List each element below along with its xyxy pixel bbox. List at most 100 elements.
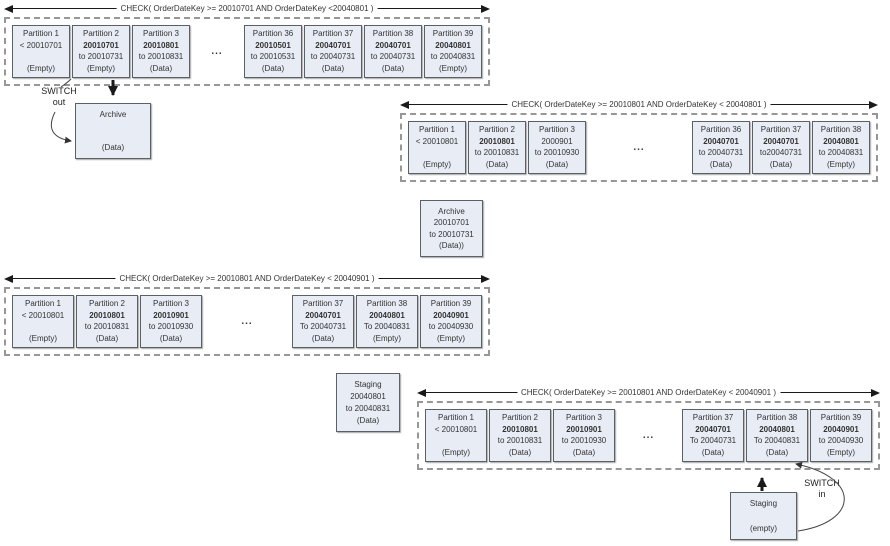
partition-range-end: to 20040831 [430,52,476,62]
partition-range-start: 20010901 [153,310,189,320]
partition-range-start: 20010501 [255,40,291,50]
partition-name: Partition 38 [820,125,862,134]
partition-range-end [14,322,72,332]
ellipsis: ... [241,316,253,327]
partition-range-start: 20040701 [695,424,731,434]
partition-range-end: to 20010930 [534,148,580,158]
partition-range-start: < 20010801 [434,424,478,434]
partition-state: (Data) [572,447,596,457]
partition-range-start: 20010901 [566,424,602,434]
ellipsis: ... [211,46,223,57]
partition-name: Partition 1 [418,125,456,134]
partition-box: Partition 37 20040701 to20040731(Data) [752,121,810,174]
partition-box: Partition 1< 20010701(Empty) [12,25,70,78]
partition-range-end: To 20040831 [753,436,801,446]
partition-range-start: 20040801 [369,310,405,320]
partition-range-start: 20040701 [763,136,799,146]
partition-state: (Data) [765,447,789,457]
partition-name: Partition 3 [152,299,190,308]
archive-table-spacer [78,126,148,137]
partition-range-start: 20040701 [703,136,739,146]
partition-state: (Empty) [423,159,451,169]
partition-box: Partition 1< 20010801(Empty) [12,295,74,348]
partition-range-start: 20040701 [315,40,351,50]
partition-scheme-1: CHECK( OrderDateKey >= 20010701 AND Orde… [4,2,490,86]
partition-state: (Data) [769,159,793,169]
switch-in-label: SWITCH in [796,478,848,500]
partition-range-end: To 20040831 [363,322,411,332]
partition-state: (Data) [381,63,405,73]
partition-range-start: 20040901 [823,424,859,434]
partition-range-end: to 20010731 [78,52,124,62]
partition-range-end: To 20040731 [299,322,347,332]
partition-state: (Data) [701,447,725,457]
partition-name: Partition 39 [430,299,472,308]
partition-name: Partition 37 [692,413,734,422]
partition-range-start: 20040701 [305,310,341,320]
arrow-right-icon [871,389,880,397]
archive-rolled-state: (Data)) [439,240,464,250]
arrow-left-icon [417,389,426,397]
archive-table-box: Archive (Data) [75,103,151,159]
partition-range-end: to 20040731 [310,52,356,62]
partition-state: (Empty) [439,63,467,73]
partition-range-start: < 20010701 [19,40,63,50]
partition-range-start: 20010701 [83,40,119,50]
partition-range-end: to 20010930 [148,322,194,332]
partition-range-start: 20040801 [759,424,795,434]
partition-name: Partition 37 [760,125,802,134]
partition-range-end: to 20010531 [250,52,296,62]
partition-name: Partition 39 [820,413,862,422]
partition-box: Partition 3 20010901 to 20010930(Data) [140,295,202,348]
partition-range-end: To 20040731 [689,436,737,446]
staging-empty-state: (empty) [749,524,778,533]
partition-state: (Empty) [437,333,465,343]
partition-name: Partition 2 [501,413,539,422]
partition-box: Partition 1 < 20010801 (Empty) [408,121,466,174]
ellipsis: ... [633,142,645,153]
partition-range-start: 20010801 [479,136,515,146]
archive-rolled-start: 20010701 [433,218,470,228]
partition-range-end: to 20010831 [84,322,130,332]
arrow-right-icon [481,5,490,13]
archive-rolled-title: Archive [438,207,465,216]
partition-state: (Data) [311,333,335,343]
partition-range-start: < 20010801 [415,136,459,146]
partition-range-end: to20040731 [759,148,803,158]
partition-state: (Empty) [442,447,470,457]
partition-range-end: to 20040930 [428,322,474,332]
staging-empty-title: Staging [749,499,778,508]
check-constraint-header: CHECK( OrderDateKey >= 20010801 AND Orde… [400,98,878,111]
partition-state: (Data) [149,63,173,73]
partition-box: Partition 1< 20010801(Empty) [425,409,487,462]
staging-loaded-table-box: Staging 20040801 to 20040831 (Data) [336,373,400,432]
partition-name: Partition 36 [252,29,294,38]
partition-range-start: 20010801 [502,424,538,434]
arrow-left-icon [4,275,13,283]
partition-state: (Data) [159,333,183,343]
partition-range-end: to 20010831 [138,52,184,62]
partition-state: (Data) [709,159,733,169]
arrow-left-icon [4,5,13,13]
partition-range-end: to 20010930 [561,436,607,446]
ellipsis: ... [642,430,655,441]
partition-name: Partition 2 [82,29,120,38]
check-constraint-label: CHECK( OrderDateKey >= 20010701 AND Orde… [116,2,378,15]
partition-name: Partition 39 [432,29,474,38]
partition-scheme-4: CHECK( OrderDateKey >= 20010801 AND Orde… [417,386,880,470]
staging-loaded-title: Staging [354,380,382,389]
partition-name: Partition 3 [538,125,576,134]
switch-out-direction: out [52,97,66,107]
